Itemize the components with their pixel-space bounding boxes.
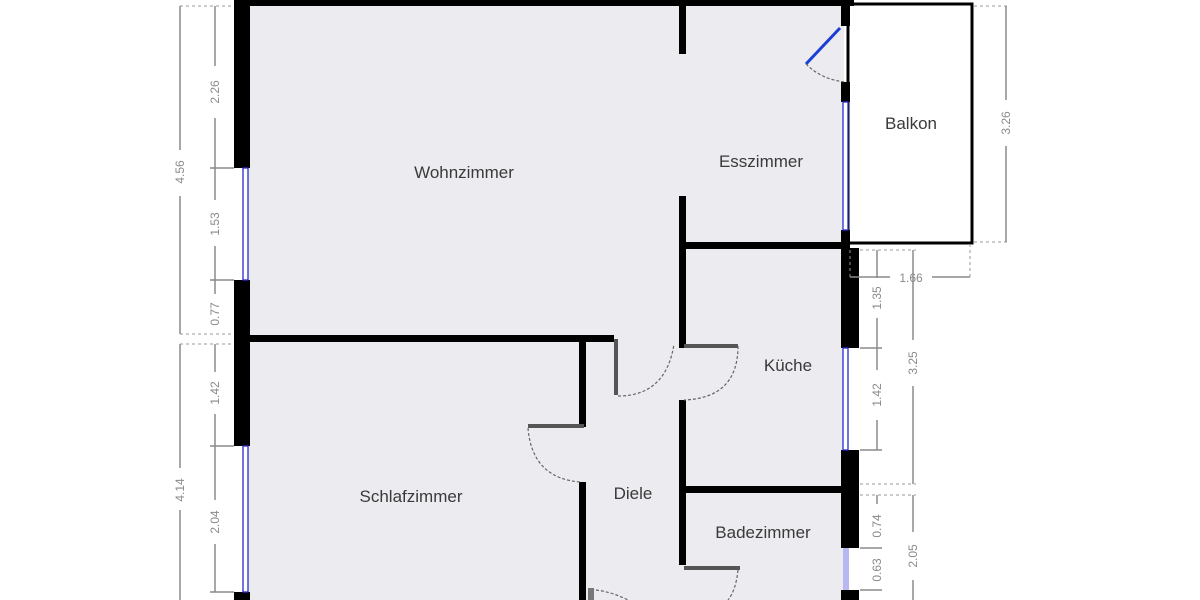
floor-passage	[610, 339, 682, 349]
dim-left-inner-wall-top: 2.26	[208, 80, 222, 104]
room-label-wohnzimmer: Wohnzimmer	[414, 163, 514, 182]
doors	[527, 26, 847, 600]
room-labels: Wohnzimmer Esszimmer Balkon Küche Schlaf…	[360, 114, 937, 542]
wall-kueche-left-bottom	[679, 400, 686, 565]
window-kueche[interactable]	[842, 347, 849, 451]
wall-wohn-ess-bottom	[679, 196, 686, 342]
door-balkon-arc	[805, 63, 847, 83]
wall-left-3	[234, 344, 250, 446]
dim-balkon-height: 3.26	[999, 111, 1013, 135]
dim-kueche-outer: 3.25	[906, 351, 920, 375]
wall-top	[234, 0, 854, 6]
floor-badezimmer[interactable]	[682, 490, 844, 600]
floor-balkon[interactable]	[848, 6, 972, 243]
dim-left-outer-top: 4.56	[173, 160, 187, 184]
wall-stub-bad-door	[684, 566, 740, 570]
wall-left-4	[234, 592, 250, 600]
wall-right-ess-top	[841, 0, 850, 26]
door-balkon-leaf[interactable]	[804, 26, 842, 66]
wall-right-ess-mid	[841, 82, 850, 102]
wall-stub-kueche-door	[684, 344, 738, 348]
wall-diele-left-bottom	[579, 482, 586, 600]
door-wohnzimmer-arc	[617, 343, 675, 397]
wall-stub-diele-bottom	[588, 588, 594, 600]
floor-esszimmer[interactable]	[682, 6, 844, 246]
windows	[242, 101, 849, 593]
dim-left-inner-wall-bed: 1.42	[208, 381, 222, 405]
wall-right-kueche-top	[841, 248, 859, 348]
room-label-balkon: Balkon	[885, 114, 937, 133]
dim-kueche-window: 1.42	[870, 383, 884, 407]
floor-schlafzimmer[interactable]	[248, 339, 582, 600]
dim-bad-outer: 2.05	[906, 544, 920, 568]
dim-balkon-depth: 1.66	[899, 271, 923, 285]
dimension-lines	[179, 5, 1008, 600]
floor-wohnzimmer[interactable]	[248, 6, 682, 339]
wall-stub-schlaf-door	[528, 424, 584, 428]
wall-left-1	[234, 0, 250, 168]
dimension-labels: 4.56 2.26 1.53 0.77 4.14 1.42 2.04 3.26 …	[173, 80, 1013, 582]
wall-right-bad-top	[841, 492, 859, 548]
window-badezimmer[interactable]	[843, 548, 849, 590]
door-schlafzimmer-arc	[527, 427, 581, 483]
window-wohnzimmer[interactable]	[242, 167, 249, 281]
wall-kueche-left-top	[679, 342, 686, 348]
dim-bad-window: 0.63	[870, 558, 884, 582]
dim-left-window-bed: 2.04	[208, 510, 222, 534]
dim-left-window-top: 1.53	[208, 212, 222, 236]
walls	[234, 0, 974, 600]
wall-stub-diele-top	[614, 339, 618, 395]
room-label-badezimmer: Badezimmer	[715, 523, 811, 542]
floors	[248, 6, 972, 600]
dim-left-outer-bottom: 4.14	[173, 478, 187, 502]
wall-right-bad-bottom	[841, 590, 859, 600]
wall-kueche-bad	[682, 486, 858, 493]
dim-kueche-wall-top: 1.35	[870, 286, 884, 310]
room-label-esszimmer: Esszimmer	[719, 152, 803, 171]
wall-left-2	[234, 280, 250, 346]
wall-wohn-schlaf	[248, 335, 614, 342]
wall-diele-left-top	[579, 339, 586, 427]
window-schlafzimmer[interactable]	[242, 445, 249, 593]
room-label-schlafzimmer: Schlafzimmer	[360, 487, 463, 506]
dim-bad-wall: 0.74	[870, 514, 884, 538]
door-entry-arc	[595, 589, 629, 600]
door-kueche-arc	[683, 345, 739, 401]
dim-left-inner-wall-bottom: 0.77	[208, 302, 222, 326]
wall-right-kueche-bottom	[841, 450, 859, 492]
room-label-kueche: Küche	[764, 356, 812, 375]
room-label-diele: Diele	[614, 484, 653, 503]
wall-wohn-ess-top	[679, 0, 686, 54]
floor-kueche[interactable]	[682, 246, 844, 490]
window-esszimmer[interactable]	[842, 101, 849, 231]
floor-diele[interactable]	[582, 339, 682, 600]
wall-right-ess-bottom	[841, 230, 850, 248]
door-bad-arc	[727, 569, 739, 600]
wall-ess-kueche	[682, 242, 848, 249]
